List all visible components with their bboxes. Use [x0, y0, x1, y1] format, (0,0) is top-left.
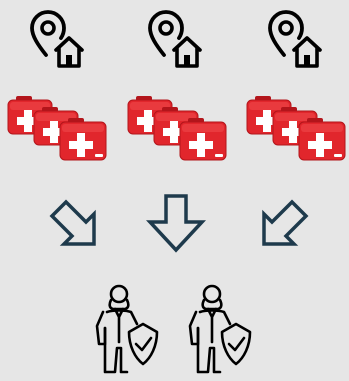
- person-with-shield-check-icon: [186, 284, 266, 376]
- first-aid-kit-group: [126, 96, 230, 166]
- location-home-icon: [144, 8, 212, 74]
- first-aid-kit-icon: [180, 118, 226, 160]
- first-aid-kit-icon: [60, 118, 106, 160]
- arrow-down-left-icon: [248, 198, 310, 260]
- arrow-down-icon: [146, 192, 210, 256]
- location-home-icon: [264, 8, 332, 74]
- location-home-icon: [26, 8, 94, 74]
- first-aid-kit-group: [245, 96, 349, 166]
- person-with-shield-check-icon: [93, 284, 173, 376]
- arrow-down-right-icon: [48, 198, 110, 260]
- first-aid-kit-icon: [299, 118, 345, 160]
- first-aid-kit-group: [6, 96, 110, 166]
